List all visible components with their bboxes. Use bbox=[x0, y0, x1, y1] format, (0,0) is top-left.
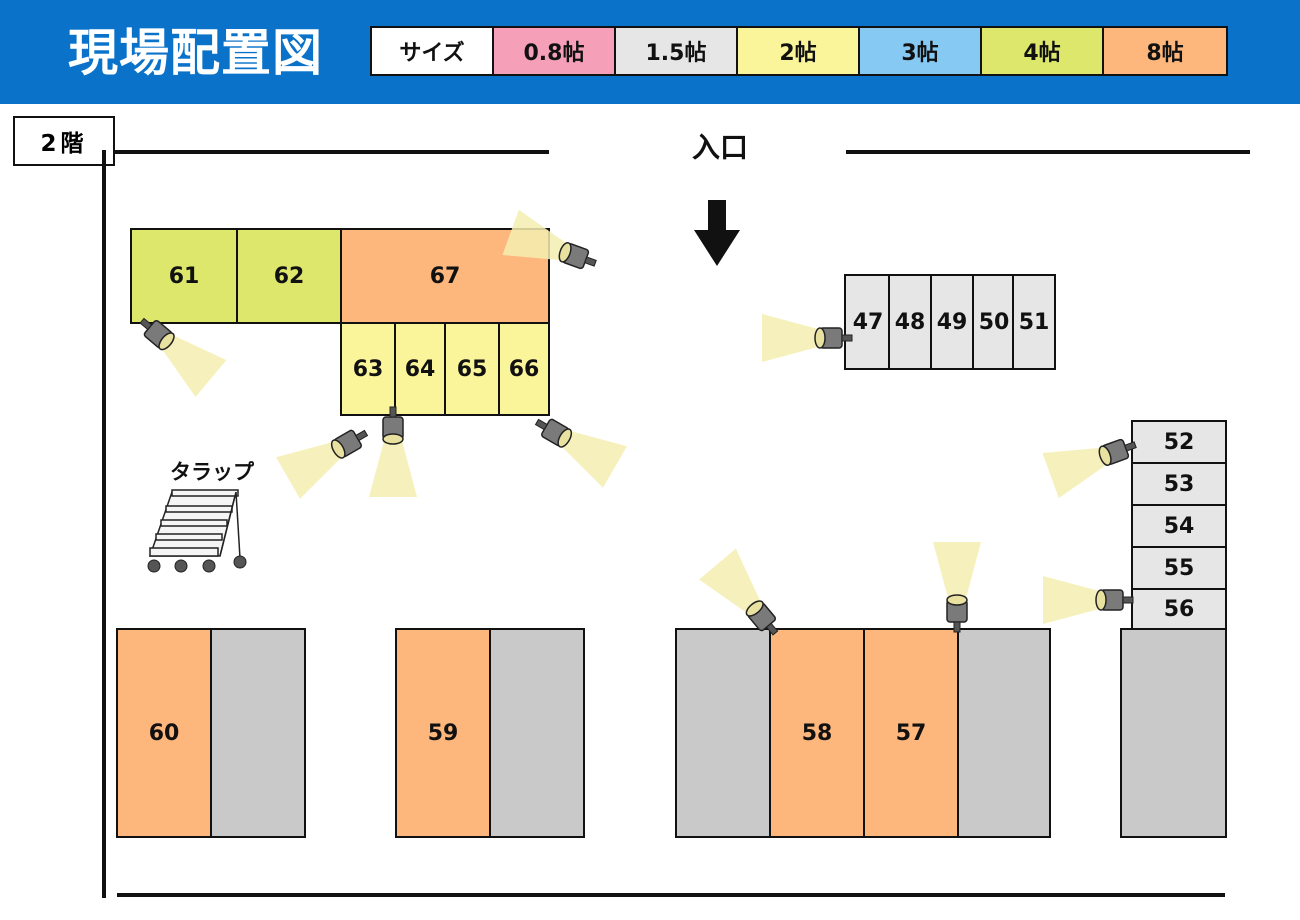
tarp-label: タラップ bbox=[170, 460, 254, 484]
legend-label: サイズ bbox=[372, 28, 494, 74]
booth-47: 47 bbox=[844, 274, 892, 370]
header-bar: 現場配置図 サイズ 0.8帖 1.5帖 2帖 3帖 4帖 8帖 bbox=[0, 0, 1300, 104]
unassigned-block bbox=[210, 628, 306, 838]
page-title: 現場配置図 bbox=[68, 24, 323, 82]
booth-66: 66 bbox=[498, 322, 550, 416]
spotlight-icon bbox=[761, 313, 853, 363]
legend-item-0-8jo: 0.8帖 bbox=[494, 28, 616, 74]
booth-56: 56 bbox=[1131, 588, 1227, 630]
booth-65: 65 bbox=[444, 322, 500, 416]
size-legend: サイズ 0.8帖 1.5帖 2帖 3帖 4帖 8帖 bbox=[370, 26, 1228, 76]
booth-61: 61 bbox=[130, 228, 238, 324]
booth-50: 50 bbox=[972, 274, 1016, 370]
legend-item-3jo: 3帖 bbox=[860, 28, 982, 74]
legend-item-4jo: 4帖 bbox=[982, 28, 1104, 74]
wall-top-right bbox=[846, 150, 1250, 154]
entrance-label: 入口 bbox=[691, 131, 748, 164]
legend-item-2jo: 2帖 bbox=[738, 28, 860, 74]
booth-58: 58 bbox=[769, 628, 865, 838]
legend-item-1-5jo: 1.5帖 bbox=[616, 28, 738, 74]
unassigned-block bbox=[489, 628, 585, 838]
booth-57: 57 bbox=[863, 628, 959, 838]
entrance-arrow-icon bbox=[694, 200, 740, 266]
wall-left bbox=[102, 150, 106, 898]
spotlight-icon bbox=[524, 400, 628, 489]
booth-52: 52 bbox=[1131, 420, 1227, 464]
booth-48: 48 bbox=[888, 274, 932, 370]
legend-item-8jo: 8帖 bbox=[1104, 28, 1226, 74]
spotlight-icon bbox=[932, 541, 982, 633]
spotlight-icon bbox=[125, 301, 228, 398]
unassigned-block bbox=[1120, 628, 1227, 838]
booth-51: 51 bbox=[1012, 274, 1056, 370]
spotlight-icon bbox=[275, 411, 379, 500]
wall-top-left bbox=[115, 150, 549, 154]
booth-59: 59 bbox=[395, 628, 491, 838]
spotlight-icon bbox=[698, 547, 795, 650]
booth-54: 54 bbox=[1131, 504, 1227, 548]
spotlight-icon bbox=[1041, 421, 1145, 499]
spotlight-icon bbox=[501, 209, 605, 287]
booth-55: 55 bbox=[1131, 546, 1227, 590]
stairs-icon bbox=[147, 489, 247, 573]
booth-67: 67 bbox=[340, 228, 550, 324]
floor-label: 2階 bbox=[13, 116, 115, 166]
wall-bottom bbox=[117, 893, 1225, 897]
booth-62: 62 bbox=[236, 228, 342, 324]
spotlight-icon bbox=[1042, 575, 1134, 625]
spotlight-icon bbox=[368, 406, 418, 498]
unassigned-block bbox=[957, 628, 1051, 838]
